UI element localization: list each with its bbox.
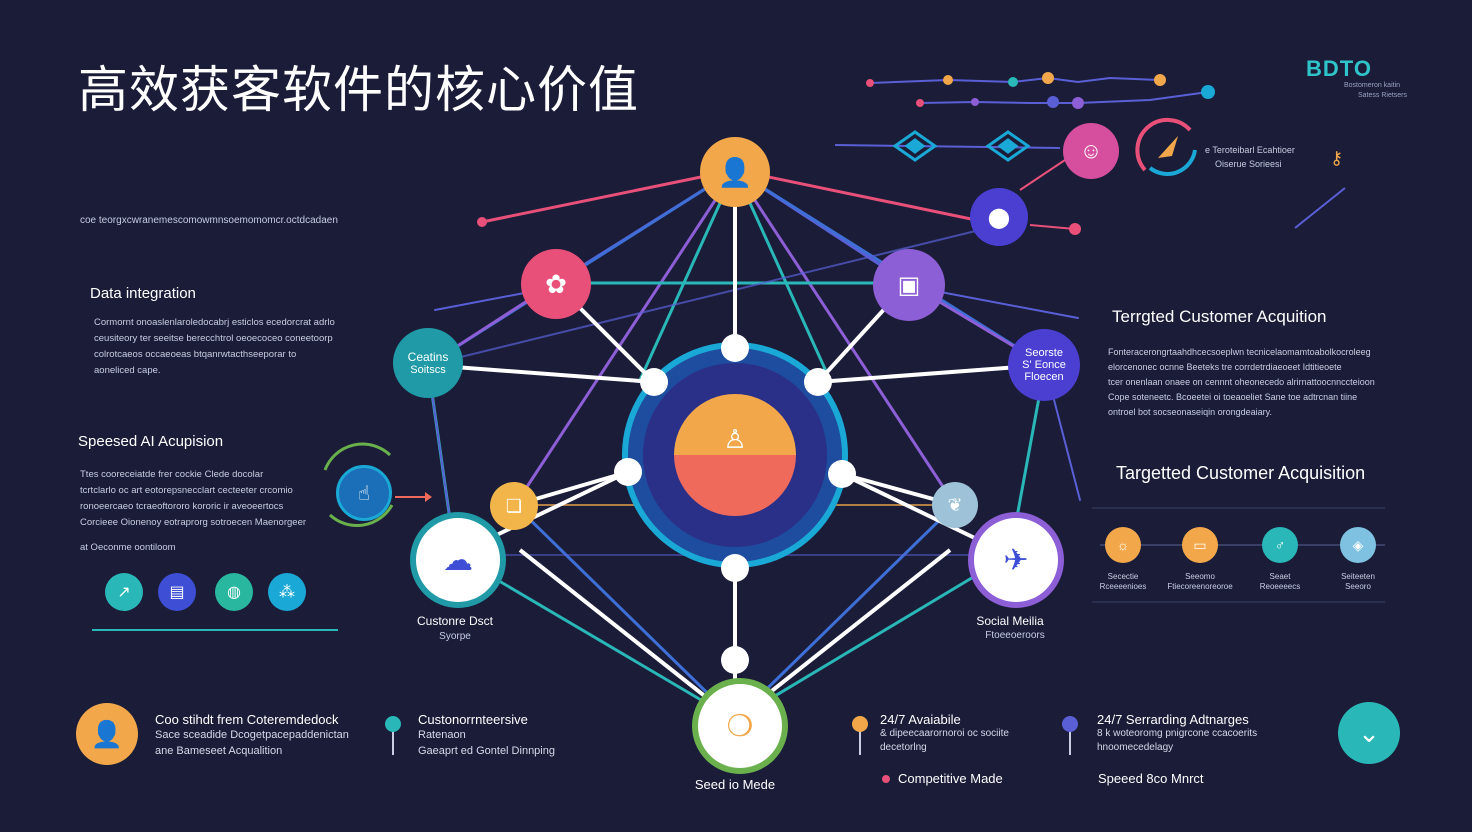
bottom-label: Seed io Mede [694,777,776,792]
section-text-data-integration: Cormornt onoaslenlaroledocabrj esticlos … [94,317,335,376]
network-share-icon: ⁂ [268,573,306,611]
person-laptop-icon: ♙ [723,424,747,454]
top-right-text-1: e Teroteibarl Ecahtioer [1205,145,1295,155]
section-text-targeted-1: Fonteracerongrtaahdhcecsoeplwn tecnicela… [1108,347,1375,417]
section-text-speed-ai: Ttes cooreceiatde frer cockie Clede doco… [80,469,307,528]
hub-bottom-half [674,455,796,516]
footer-col-3: 24/7 Avaiabile & dipeecaarornoroi oc soc… [880,712,1009,753]
footer-col-1: Coo stihdt frem Coteremdedock Sace scead… [155,712,349,757]
section-title-data-integration: Data integration [90,285,196,302]
brand-logo: BDTO [1306,56,1372,81]
bottom-left-label-2: Syorpe [439,631,471,642]
hub-top-half [674,394,796,455]
footer-col-4-tag: Speeed 8co Mnrct [1098,771,1204,786]
pink-dot-icon [882,775,890,783]
social-media-icon: ✈ [968,512,1064,608]
devices-icon: ▣ [873,249,945,321]
footer-col-2: Custonorrnteersive Ratenaon Gaeaprt ed G… [418,712,555,757]
diamond-icons [892,130,1031,162]
orange-dot-icon [852,716,868,732]
page-title: 高效获客软件的核心价值 [78,62,639,118]
rocket-icon [1135,117,1197,176]
chevron-down-icon[interactable]: ⌄ [1338,702,1400,764]
purple-dot-icon [1062,716,1078,732]
right-node: Seorste S' Eonce Floecen [1008,329,1080,401]
bottom-left-label-1: Custonre Dsct [416,614,494,628]
hand-tap-icon: ☝ [336,465,392,521]
section-title-targeted-1: Terrgted Customer Acquition [1112,307,1327,326]
heart-hands-icon: ❦ [932,482,978,528]
trend-chart-icon: ↗ [105,573,143,611]
joint-dots [614,334,856,674]
section-foot-speed-ai: at Oeconme oontiloom [80,542,176,553]
chat-icon: ❏ [490,482,538,530]
refresh-arrows-icon [323,442,394,528]
person-icon: 👤 [700,137,770,207]
intro-line: coe teorgxcwranemescomowmnsoemomomcr.oct… [80,215,338,226]
globe-icon: ◍ [215,573,253,611]
top-decoration-dots [477,72,1215,235]
top-right-text-2: Oiserue Sorieesi [1215,159,1282,169]
footer-col-4: 24/7 Serrarding Adtnarges 8 k woteoromg … [1097,712,1258,753]
left-node: Ceatins Soitscs [393,328,463,398]
bottom-right-label-1: Social Meilia [976,614,1044,628]
brain-icon: ✿ [521,249,591,319]
people-icon: ☺ [1063,123,1119,179]
seed-icon: ❍ [692,678,788,774]
brand-subtitle-2: Satess Rietsers [1358,92,1408,99]
step-3-icon: ♂ [1262,527,1298,563]
step-4-icon: ◈ [1340,527,1376,563]
key-icon: ⚷ [1330,148,1344,168]
bottom-right-label-2: Ftoeeoeroors [985,630,1045,641]
section-title-speed-ai: Speesed AI Acupision [78,433,224,450]
footer-col-3-tag: Competitive Made [898,771,1003,786]
section-title-targeted-2: Targetted Customer Acquisition [1116,463,1366,483]
teal-dot-icon [385,716,401,732]
step-2-icon: ▭ [1182,527,1218,563]
dashboard-icon: ▤ [158,573,196,611]
customer-data-icon: ☁ [410,512,506,608]
step-1-icon: ☼ [1105,527,1141,563]
brand-subtitle-1: Bostomeron kaitin [1344,82,1401,89]
location-pin-icon: ⬤ [970,188,1028,246]
user-icon: 👤 [76,703,138,765]
